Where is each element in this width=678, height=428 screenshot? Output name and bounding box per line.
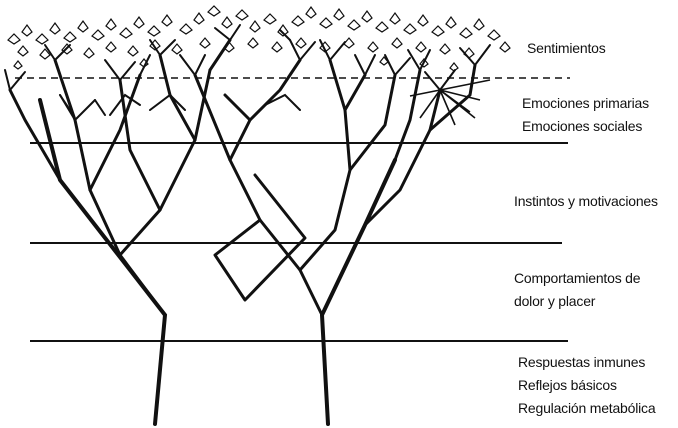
label-emociones-primarias: Emociones primarias xyxy=(522,95,649,111)
label-emociones-sociales: Emociones sociales xyxy=(522,118,643,134)
fine-branches xyxy=(4,24,491,121)
trunks xyxy=(38,98,397,426)
label-comportamientos-line1: Comportamientos de xyxy=(514,270,641,286)
branch-starburst xyxy=(409,79,491,126)
label-respuestas-inmunes: Respuestas inmunes xyxy=(518,354,646,370)
label-regulacion-metabolica: Regulación metabólica xyxy=(518,400,656,416)
label-reflejos-basicos: Reflejos básicos xyxy=(518,377,617,393)
label-comportamientos-line2: dolor y placer xyxy=(514,293,596,309)
right-trunk xyxy=(319,158,397,426)
main-branches xyxy=(8,38,477,317)
label-sentimientos: Sentimientos xyxy=(527,40,606,56)
left-trunk xyxy=(38,98,168,426)
foliage-canopy xyxy=(7,5,511,72)
level-dividers xyxy=(15,77,570,342)
label-instintos-motivaciones: Instintos y motivaciones xyxy=(514,193,658,209)
